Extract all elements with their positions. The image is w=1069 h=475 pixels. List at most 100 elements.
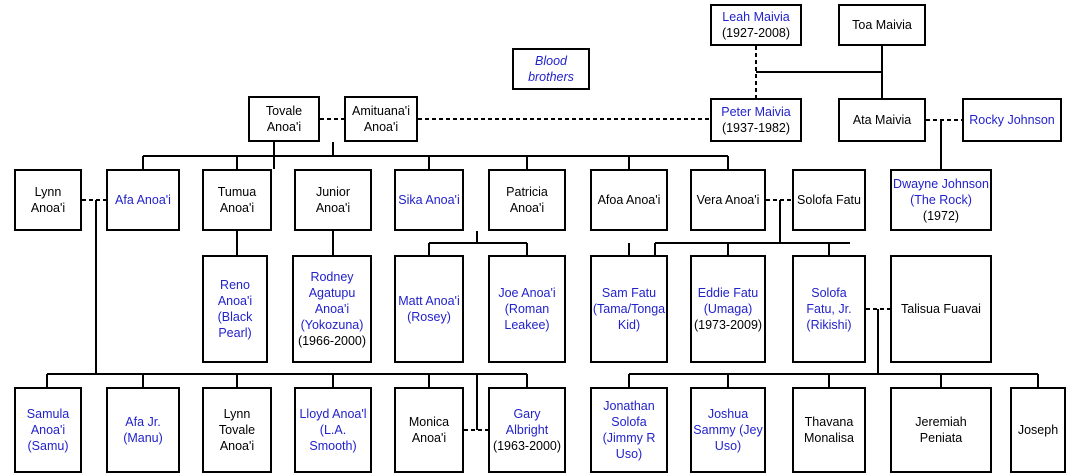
person-label-line: (Rosey) (407, 310, 451, 324)
person-label-line: Tovale (218, 423, 256, 437)
person-box-lloyd-anoai[interactable]: Lloyd Anoa'l(L.A.Smooth) (294, 387, 372, 473)
person-label-line: Uso) (615, 447, 643, 461)
person-label-line: Tovale (265, 104, 303, 118)
person-label-line: Anoa'i (411, 431, 447, 445)
person-box-sika-anoai[interactable]: Sika Anoa'i (394, 169, 464, 231)
person-label-line: Eddie Fatu (697, 286, 759, 300)
person-label-line: Lynn (223, 407, 251, 421)
person-label-line: (Tama/Tonga (592, 302, 666, 316)
person-label-line: (1973-2009) (693, 318, 763, 332)
person-label-line: Joshua (707, 407, 749, 421)
person-label-line: Uso) (714, 439, 742, 453)
person-label-line: Anoa'i (314, 302, 350, 316)
person-box-matt-anoai[interactable]: Matt Anoa'i (Rosey) (394, 255, 464, 363)
person-label-line: Matt Anoa'i (398, 294, 460, 308)
person-label-line: Anoa'i (30, 423, 66, 437)
person-box-afa-jr[interactable]: Afa Jr.(Manu) (106, 387, 180, 473)
person-label-line: (1966-2000) (297, 334, 367, 348)
person-box-peter-maivia[interactable]: Peter Maivia (1937-1982) (710, 98, 802, 142)
person-label-line: (1937-1982) (721, 121, 791, 135)
person-label-line: Anoa'i (219, 201, 255, 215)
person-label-line: Solofa (611, 415, 647, 429)
person-box-joseph[interactable]: Joseph (1010, 387, 1066, 473)
person-label-line: Pearl) (218, 326, 252, 340)
person-label-line: Jeremiah (915, 415, 967, 429)
person-box-leah-maivia[interactable]: Leah Maivia(1927-2008) (710, 4, 802, 46)
person-box-toa-maivia[interactable]: Toa Maivia (838, 4, 926, 46)
person-box-afa-anoai[interactable]: Afa Anoa'i (106, 169, 180, 231)
person-box-eddie-fatu[interactable]: Eddie Fatu (Umaga) (1973-2009) (690, 255, 766, 363)
person-label-line: Anoa'i (315, 201, 351, 215)
person-label-line: Monica (408, 415, 450, 429)
person-label-line: Joseph (1017, 423, 1059, 437)
person-label-line: (Umaga) (703, 302, 753, 316)
person-box-ata-maivia[interactable]: Ata Maivia (838, 98, 926, 142)
person-label-line: Samula (26, 407, 70, 421)
person-label-line: Gary (513, 407, 541, 421)
person-label-line: Patricia (506, 185, 548, 199)
person-label-line: brothers (528, 70, 574, 84)
person-label-line: Reno (220, 278, 250, 292)
person-label-line: (1972) (922, 209, 960, 223)
person-label-line: Afa Anoa'i (115, 193, 171, 207)
person-label-line: Peniata (919, 431, 963, 445)
person-label-line: Solofa Fatu (797, 193, 861, 207)
person-label-line: Monalisa (803, 431, 855, 445)
person-box-dwayne-johnson[interactable]: Dwayne Johnson(The Rock)(1972) (890, 169, 992, 231)
person-box-blood-brothers[interactable]: Blood brothers (512, 48, 590, 90)
person-box-solofa-fatu[interactable]: Solofa Fatu (792, 169, 866, 231)
person-box-afoa-anoai[interactable]: Afoa Anoa'i (590, 169, 668, 231)
person-label-line: Anoa'i (509, 201, 545, 215)
person-box-talisua-fuavai[interactable]: Talisua Fuavai (890, 255, 992, 363)
person-label-line: Peter Maivia (721, 105, 791, 119)
person-label-line: Solofa (811, 286, 847, 300)
person-label-line: Jonathan (603, 399, 655, 413)
person-label-line: (Jimmy R (602, 431, 656, 445)
person-label-line: Anoa'i (217, 294, 253, 308)
person-label-line: Agatupu (308, 286, 356, 300)
person-label-line: Leakee) (504, 318, 550, 332)
person-label-line: (Manu) (123, 431, 163, 445)
person-label-line: (L.A. (319, 423, 347, 437)
person-label-line: Ata Maivia (852, 113, 912, 127)
person-label-line: Fatu, Jr. (806, 302, 852, 316)
person-label-line: (Yokozuna) (300, 318, 364, 332)
person-box-rocky-johnson[interactable]: Rocky Johnson (962, 98, 1062, 142)
person-label-line: (Samu) (27, 439, 69, 453)
person-label-line: Blood (535, 54, 567, 68)
person-label-line: Albright (505, 423, 549, 437)
person-label-line: Joe Anoa'i (498, 286, 556, 300)
person-label-line: Junior (315, 185, 351, 199)
person-label-line: (Black (217, 310, 253, 324)
person-label-line: Anoa'i (30, 201, 66, 215)
person-label-line: Rocky Johnson (969, 113, 1055, 127)
person-label-line: Sammy (Jey (693, 423, 763, 437)
person-box-vera-anoai[interactable]: Vera Anoa'i (690, 169, 766, 231)
person-label-line: Sam Fatu (601, 286, 657, 300)
person-label-line: Sika Anoa'i (398, 193, 460, 207)
person-label-line: (The Rock) (910, 193, 972, 207)
person-label-line: Anoa'i (363, 120, 399, 134)
person-label-line: Thavana (804, 415, 854, 429)
person-label-line: Kid) (617, 318, 641, 332)
